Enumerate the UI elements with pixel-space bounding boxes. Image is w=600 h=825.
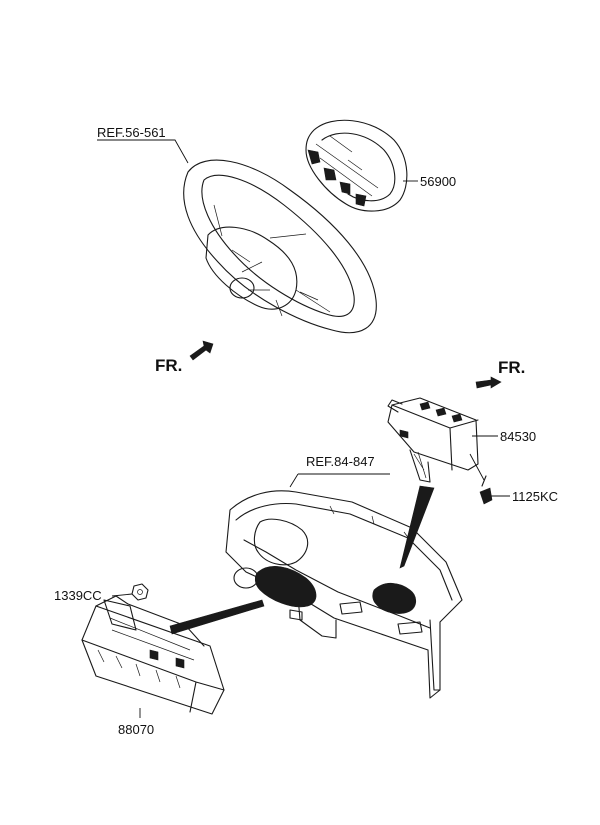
- front-arrow-right: FR.: [475, 358, 525, 389]
- part-56900-label[interactable]: 56900: [420, 174, 456, 189]
- knee-airbag-module-icon[interactable]: [81, 595, 225, 718]
- pointer-wedge-knee: [169, 599, 265, 635]
- pointer-wedge-passenger: [399, 485, 435, 569]
- fr-right-text: FR.: [498, 358, 525, 377]
- driver-airbag-module-icon[interactable]: [305, 119, 418, 212]
- part-84530-label[interactable]: 84530: [500, 429, 536, 444]
- fr-left-text: FR.: [155, 356, 182, 375]
- front-direction-arrow-icon: [475, 376, 502, 389]
- nut-icon[interactable]: [111, 583, 149, 601]
- part-88070-label[interactable]: 88070: [118, 722, 154, 737]
- front-arrow-left: FR.: [155, 340, 214, 375]
- part-1125kc-label[interactable]: 1125KC: [512, 489, 558, 504]
- bolt-icon[interactable]: [479, 475, 510, 505]
- front-direction-arrow-icon: [189, 340, 214, 361]
- crash-pad-dashboard-icon[interactable]: [225, 473, 463, 699]
- steering-wheel-icon[interactable]: [183, 159, 377, 334]
- part-1339cc-label[interactable]: 1339CC: [54, 588, 102, 603]
- passenger-airbag-module-icon[interactable]: [387, 397, 498, 483]
- ref-wheel-text[interactable]: REF.56-561: [97, 125, 166, 140]
- ref-wheel-label: REF.56-561: [97, 125, 189, 164]
- ref-dash-label[interactable]: REF.84-847: [306, 454, 375, 469]
